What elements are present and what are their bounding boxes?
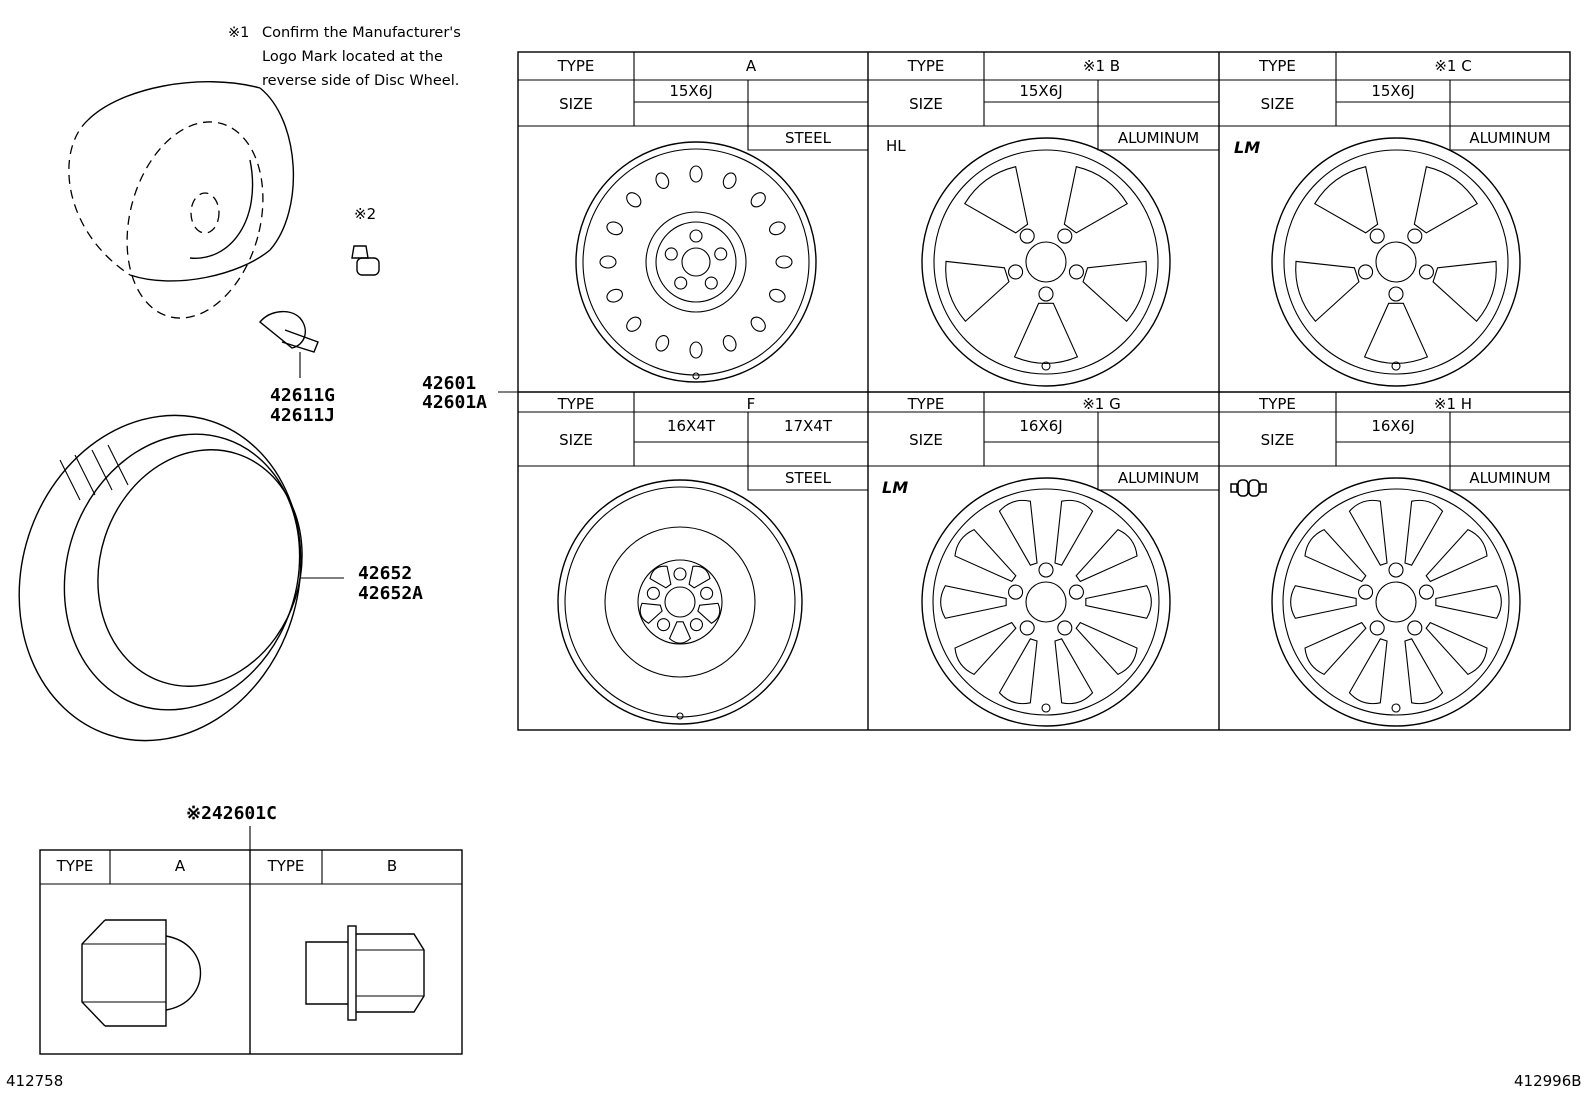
- wheel-h-material: ALUMINUM: [1469, 469, 1551, 487]
- note-line-3: reverse side of Disc Wheel.: [262, 73, 460, 89]
- wheel-assembly-drawing: [68, 81, 295, 319]
- callout-nut: ※242601C: [186, 803, 277, 824]
- wheel-b-type-value: ※1 B: [1082, 57, 1121, 75]
- wheel-b-type-label: TYPE: [907, 57, 945, 75]
- wheel-g-logo-mark: LM: [882, 478, 909, 497]
- note-line-1: Confirm the Manufacturer's: [262, 25, 461, 41]
- wheel-b-size-1: 15X6J: [1019, 82, 1063, 100]
- wheel-a-type-value: A: [745, 57, 757, 75]
- valve-stem-drawing: [259, 311, 319, 378]
- note-line-2: Logo Mark located at the: [262, 49, 443, 65]
- callout-wheel-1: 42601: [422, 373, 477, 394]
- callout-wheel-2: 42601A: [422, 392, 488, 413]
- callout-valve-1: 42611G: [270, 385, 336, 406]
- wheel-b-size-label: SIZE: [909, 95, 943, 113]
- hub-nut-drawing: [351, 245, 380, 276]
- wheel-g-size-label: SIZE: [909, 431, 943, 449]
- wheel-f-type-value: F: [746, 395, 756, 413]
- callout-tire-2: 42652A: [358, 583, 424, 604]
- wheel-f-drawing: [557, 479, 803, 725]
- wheel-a-size-label: SIZE: [559, 95, 593, 113]
- ref-code-left: 412758: [6, 1072, 64, 1090]
- wheel-g-drawing: [921, 477, 1171, 727]
- wheel-b-drawing: [921, 137, 1171, 387]
- wheel-c-material: ALUMINUM: [1469, 129, 1551, 147]
- wheel-table-grid: [498, 51, 1571, 731]
- callout-lug-nut-marker: ※2: [354, 205, 377, 223]
- wheel-h-size-label: SIZE: [1260, 431, 1295, 449]
- wheel-h-size-1: 16X6J: [1371, 417, 1415, 435]
- wheel-b-material: ALUMINUM: [1117, 129, 1200, 147]
- wheel-c-size-1: 15X6J: [1371, 82, 1415, 100]
- note-marker: ※1: [228, 25, 250, 41]
- wheel-c-size-label: SIZE: [1260, 95, 1295, 113]
- nut-a-drawing: [81, 919, 201, 1027]
- tire-drawing: [18, 414, 344, 742]
- nut-b-type-label: TYPE: [267, 857, 305, 875]
- wheel-h-type-label: TYPE: [1259, 395, 1296, 413]
- wheel-a-drawing: [575, 141, 817, 383]
- nut-a-type-label: TYPE: [56, 857, 94, 875]
- wheel-g-size-1: 16X6J: [1019, 417, 1063, 435]
- nut-b-type-value: B: [386, 857, 398, 875]
- wheel-a-size-1: 15X6J: [669, 82, 713, 100]
- wheel-b-mark: HL: [886, 137, 906, 155]
- wheel-c-type-label: TYPE: [1259, 57, 1296, 75]
- nut-b-drawing: [305, 925, 425, 1021]
- callout-tire-1: 42652: [358, 563, 413, 584]
- wheel-h-type-value: ※1 H: [1433, 395, 1473, 413]
- wheel-f-size-label: SIZE: [559, 431, 593, 449]
- wheel-h-drawing: [1271, 477, 1521, 727]
- wheel-f-size-2: 17X4T: [783, 417, 833, 435]
- wheel-g-type-label: TYPE: [907, 395, 945, 413]
- wheel-h-logo-icon: [1230, 479, 1267, 497]
- nut-table-grid: [39, 826, 463, 1055]
- wheel-c-type-value: ※1 C: [1434, 57, 1472, 75]
- ref-code-right: 412996B: [1514, 1072, 1582, 1090]
- wheel-f-type-label: TYPE: [557, 395, 595, 413]
- wheel-f-size-1: 16X4T: [666, 417, 716, 435]
- wheel-g-material: ALUMINUM: [1117, 469, 1200, 487]
- wheel-a-type-label: TYPE: [557, 57, 595, 75]
- wheel-c-drawing: [1271, 137, 1521, 387]
- wheel-g-type-value: ※1 G: [1082, 395, 1121, 413]
- callout-valve-2: 42611J: [270, 405, 336, 426]
- wheel-f-material: STEEL: [785, 469, 831, 487]
- wheel-a-material: STEEL: [785, 129, 831, 147]
- nut-a-type-value: A: [174, 857, 186, 875]
- wheel-c-logo-mark: LM: [1234, 138, 1261, 157]
